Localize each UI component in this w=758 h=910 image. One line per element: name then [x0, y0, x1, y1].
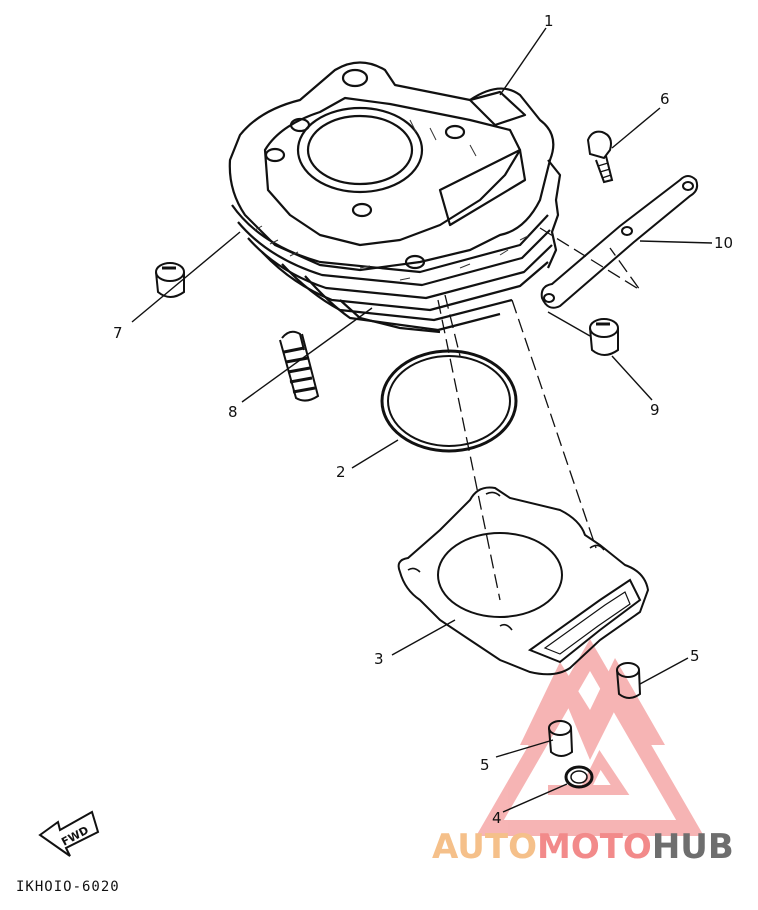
callout-8: 8	[228, 403, 238, 421]
callout-5b: 5	[480, 756, 490, 774]
watermark-text: AUTOMOTOHUB	[432, 827, 734, 867]
dowel-9-drawing	[589, 318, 619, 356]
watermark-hub: HUB	[652, 827, 734, 867]
gasket-drawing	[397, 486, 650, 676]
callout-9: 9	[650, 401, 660, 419]
cylinder-drawing	[228, 61, 562, 334]
figure-code: IKHOIO-6020	[16, 879, 120, 895]
callout-7: 7	[113, 324, 123, 342]
stud-8-drawing	[279, 330, 320, 402]
watermark-moto: MOTO	[537, 827, 652, 867]
dowel-5b-drawing	[548, 720, 574, 757]
svg-text:AUTOMOTOHUB: AUTOMOTOHUB	[432, 827, 734, 867]
callout-1: 1	[544, 12, 554, 30]
callout-2: 2	[336, 463, 346, 481]
fwd-arrow: FWD	[38, 810, 100, 857]
watermark-auto: AUTO	[432, 827, 537, 867]
callout-5a: 5	[690, 647, 700, 665]
bolt-drawing	[586, 130, 614, 184]
watermark-logo	[476, 639, 704, 836]
callout-4: 4	[492, 809, 502, 827]
bracket-drawing	[540, 175, 699, 309]
callout-3: 3	[374, 650, 384, 668]
dowel-5a-drawing	[616, 662, 642, 699]
alignment-lines	[437, 227, 641, 601]
dowel-7-drawing	[155, 262, 185, 298]
callout-6: 6	[660, 90, 670, 108]
o-ring-small-drawing	[564, 765, 594, 789]
o-ring-drawing	[380, 349, 518, 453]
callout-10: 10	[714, 234, 733, 252]
leader-lines	[131, 27, 713, 813]
